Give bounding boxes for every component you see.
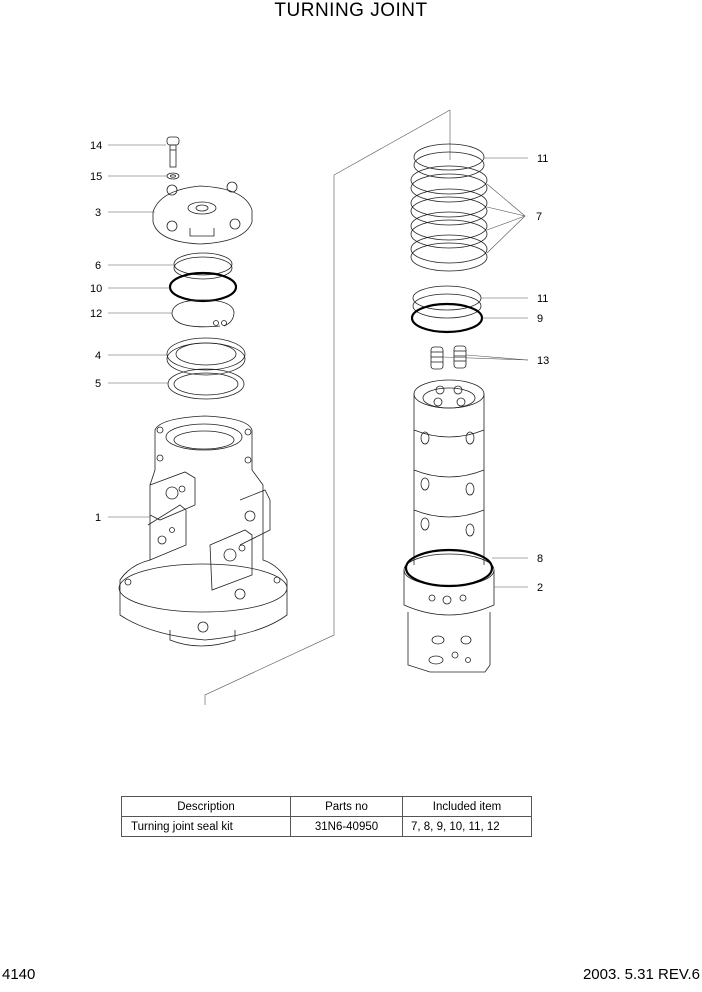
table-header: Parts no <box>290 796 403 817</box>
part-8-o-ring <box>404 548 494 588</box>
callout-12: 12 <box>90 308 102 320</box>
callout-7: 7 <box>536 211 542 223</box>
part-6-ring <box>173 252 233 280</box>
callout-6: 6 <box>95 260 101 272</box>
table-row: Turning joint seal kit 31N6-40950 7, 8, … <box>121 816 532 837</box>
leader-lines <box>108 144 529 588</box>
part-13-springs <box>430 345 467 370</box>
page-title: TURNING JOINT <box>274 0 428 21</box>
table-cell: Turning joint seal kit <box>121 816 291 837</box>
part-4-ring <box>166 337 246 376</box>
callout-15: 15 <box>90 171 102 183</box>
part-14-bolt <box>166 136 180 168</box>
table-header-row: Description Parts no Included item <box>121 796 532 817</box>
part-10-o-ring <box>168 271 238 303</box>
seal-kit-table: Description Parts no Included item Turni… <box>121 796 532 837</box>
callout-9: 9 <box>537 313 543 325</box>
table-header: Description <box>121 796 291 817</box>
callout-13: 13 <box>537 355 549 367</box>
table-cell: 7, 8, 9, 10, 11, 12 <box>402 816 532 837</box>
callout-11-top: 11 <box>537 153 548 165</box>
part-7-seal-rings <box>410 165 488 272</box>
table-cell: 31N6-40950 <box>290 816 403 837</box>
part-3-cover <box>152 181 253 245</box>
callout-2: 2 <box>537 582 543 594</box>
page-number: 4140 <box>2 966 36 983</box>
callout-10: 10 <box>90 283 102 295</box>
part-1-hub <box>118 415 288 647</box>
part-5-ring <box>167 368 245 400</box>
callout-8: 8 <box>537 553 543 565</box>
revision-date: 2003. 5.31 REV.6 <box>582 966 700 983</box>
part-11-ring <box>412 285 482 319</box>
callout-3: 3 <box>95 207 101 219</box>
table-header: Included item <box>402 796 532 817</box>
part-11-top-ring <box>413 143 485 179</box>
callout-1: 1 <box>95 512 101 524</box>
callout-11-lower: 11 <box>537 293 548 305</box>
part-12-snap-ring <box>171 299 235 328</box>
callout-numbers: 14 15 3 6 10 12 4 5 1 11 7 11 9 13 8 2 <box>90 140 549 594</box>
part-2-shaft <box>403 379 495 673</box>
assembly-guide-lines <box>204 109 451 705</box>
part-15-washer <box>166 172 180 180</box>
callout-5: 5 <box>95 378 101 390</box>
callout-14: 14 <box>90 140 102 152</box>
callout-4: 4 <box>95 350 101 362</box>
